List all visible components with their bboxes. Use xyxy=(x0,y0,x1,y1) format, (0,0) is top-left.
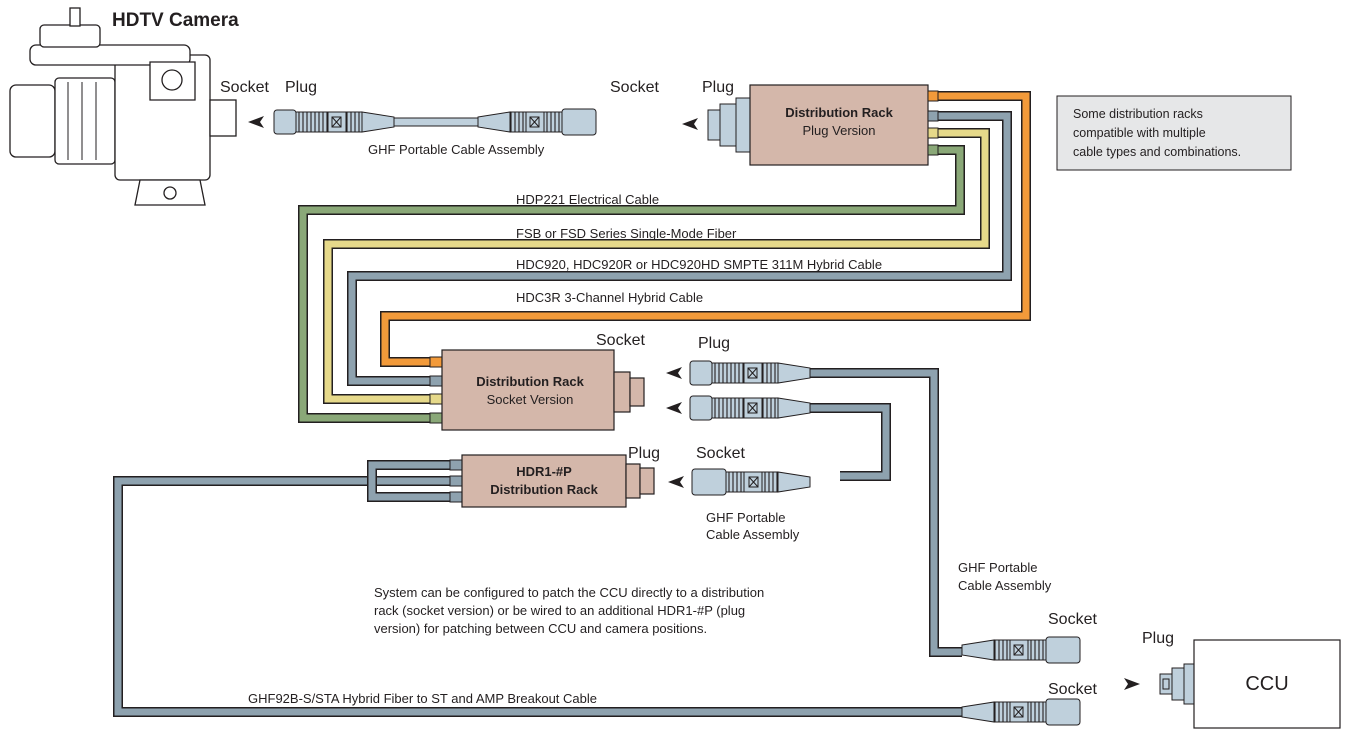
hdtv-camera-icon xyxy=(9,7,237,206)
rack-socket-subtitle: Socket Version xyxy=(487,392,574,407)
cable-hdp221 xyxy=(298,145,965,423)
note-line-3: cable types and combinations. xyxy=(1073,145,1241,159)
ghf-right-line-1: GHF Portable xyxy=(958,560,1037,575)
mid-plug-connector-lower xyxy=(689,395,811,421)
cable-hdc920 xyxy=(347,111,1012,386)
ccu-box xyxy=(1193,639,1341,729)
system-note-line-3: version) for patching between CCU and ca… xyxy=(374,621,707,636)
arrow-to-cable-icon xyxy=(682,118,698,130)
top-cable-socket-connector xyxy=(477,108,597,136)
arrow-to-rack-lower-icon xyxy=(666,402,682,414)
hdr1-plug-label: Plug xyxy=(628,445,660,462)
ccu-plug-label: Plug xyxy=(1142,630,1174,647)
rack-plug-subtitle: Plug Version xyxy=(803,123,876,138)
ccu-socket-label-lower: Socket xyxy=(1048,681,1097,698)
ccu-plug-icon xyxy=(1159,663,1195,705)
note-box xyxy=(1056,95,1292,171)
ccu-socket-connector-lower xyxy=(961,698,1081,726)
ghf-right-line-2: Cable Assembly xyxy=(958,578,1052,593)
top-rack-plug-label: Plug xyxy=(702,79,734,96)
hdr1-subtitle: Distribution Rack xyxy=(490,482,598,497)
cable-label-fsb: FSB or FSD Series Single-Mode Fiber xyxy=(516,226,737,241)
ccu-socket-connector-upper xyxy=(961,636,1081,664)
top-cable-label: GHF Portable Cable Assembly xyxy=(368,142,545,157)
cable-hdc3r xyxy=(380,91,1031,367)
mid-plug-connector-upper xyxy=(689,360,811,386)
ccu-socket-label-upper: Socket xyxy=(1048,611,1097,628)
mid-plug-label: Plug xyxy=(698,335,730,352)
note-line-2: compatible with multiple xyxy=(1073,126,1206,140)
camera-title: HDTV Camera xyxy=(112,10,239,31)
arrow-to-ccu-icon xyxy=(1124,678,1140,690)
cable-label-hdc3r: HDC3R 3-Channel Hybrid Cable xyxy=(516,290,703,305)
cable-label-hdc920: HDC920, HDC920R or HDC920HD SMPTE 311M H… xyxy=(516,257,882,272)
camera-plug-label: Plug xyxy=(285,79,317,96)
top-cable-plug-connector xyxy=(273,109,395,135)
ghf-mid-line-2: Cable Assembly xyxy=(706,527,800,542)
cable-fsb-fiber xyxy=(323,128,990,404)
bottom-cable-label: GHF92B-S/STA Hybrid Fiber to ST and AMP … xyxy=(248,691,597,706)
mid-socket-connector xyxy=(691,468,811,496)
ghf-mid-line-1: GHF Portable xyxy=(706,510,785,525)
cable-ghf92b xyxy=(113,460,962,717)
note-line-1: Some distribution racks xyxy=(1073,107,1203,121)
top-cable-socket-label: Socket xyxy=(610,79,659,96)
mid-socket-label: Socket xyxy=(696,445,745,462)
top-cable-line xyxy=(393,117,479,127)
rack-hdr1 xyxy=(449,454,655,508)
arrow-to-camera-icon xyxy=(248,116,264,128)
ccu-label: CCU xyxy=(1245,673,1288,695)
arrow-to-hdr1-icon xyxy=(668,476,684,488)
camera-socket-label: Socket xyxy=(220,79,269,96)
rack-socket-version xyxy=(429,349,645,431)
rack-socket-title: Distribution Rack xyxy=(476,374,584,389)
system-note-line-2: rack (socket version) or be wired to an … xyxy=(374,603,745,618)
hdr1-title: HDR1-#P xyxy=(516,464,572,479)
cable-label-hdp221: HDP221 Electrical Cable xyxy=(516,192,659,207)
system-note-line-1: System can be configured to patch the CC… xyxy=(374,585,764,600)
arrow-to-rack-upper-icon xyxy=(666,367,682,379)
rack-plug-title: Distribution Rack xyxy=(785,105,893,120)
rack-plug-version xyxy=(707,84,939,166)
rack-socket-socket-label: Socket xyxy=(596,332,645,349)
cable-right-loops xyxy=(810,368,962,657)
